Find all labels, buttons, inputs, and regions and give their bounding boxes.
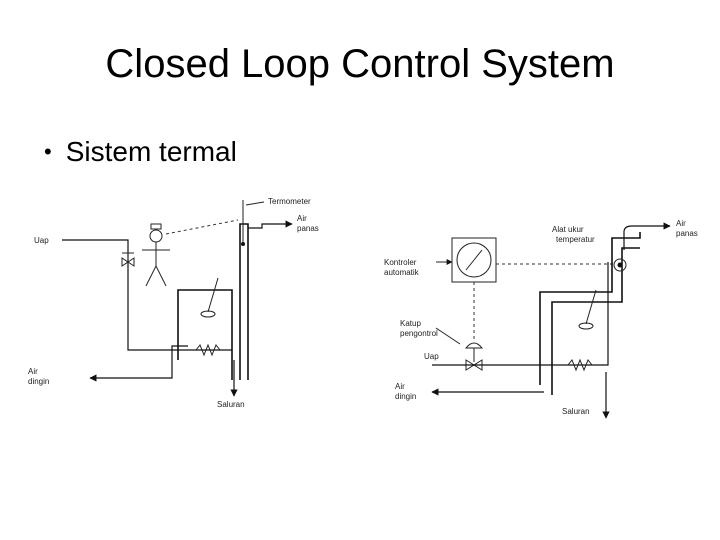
right-label-air-dingin-2: dingin <box>395 392 416 401</box>
right-label-air-panas-1: Air <box>676 219 686 228</box>
left-label-saluran: Saluran <box>217 400 245 409</box>
right-diagram: Alat ukur temperatur Air panas Kontroler… <box>384 219 698 419</box>
left-diagram: Termometer Air panas Uap Air dingin Salu… <box>28 197 319 409</box>
left-hot-water-outlet <box>248 220 293 229</box>
control-valve-icon <box>464 342 484 371</box>
bullet-item: • Sistem termal <box>44 136 237 168</box>
left-label-termometer: Termometer <box>268 197 311 206</box>
left-sight-line <box>165 219 239 235</box>
right-label-uap: Uap <box>424 352 439 361</box>
bullet-text: Sistem termal <box>65 136 237 167</box>
right-tank <box>539 232 641 385</box>
right-label-saluran: Saluran <box>562 407 590 416</box>
left-thermometer-icon <box>241 200 245 246</box>
left-label-air-panas-1: Air <box>297 214 307 223</box>
left-stirrer-icon <box>200 277 219 318</box>
operator-person-icon <box>142 223 170 287</box>
left-tank <box>177 289 233 380</box>
left-heating-coil <box>195 343 221 357</box>
right-stirrer-icon <box>578 289 597 330</box>
temperature-sensor-icon <box>613 258 627 272</box>
right-heating-coil <box>567 358 593 372</box>
left-label-air-dingin-2: dingin <box>28 377 49 386</box>
right-label-air-panas-2: panas <box>676 229 698 238</box>
right-label-katup-2: pengontrol <box>400 329 438 338</box>
bullet-dot-icon: • <box>44 139 52 164</box>
left-label-uap: Uap <box>34 236 49 245</box>
slide-title: Closed Loop Control System <box>105 42 615 86</box>
right-label-alat-ukur-1: Alat ukur <box>552 225 584 234</box>
right-label-alat-ukur-2: temperatur <box>556 235 595 244</box>
left-manual-valve-icon <box>121 252 135 267</box>
right-label-air-dingin-1: Air <box>395 382 405 391</box>
left-cold-water-inlet <box>89 345 188 382</box>
left-steam-pipe <box>62 239 232 351</box>
left-label-air-panas-2: panas <box>297 224 319 233</box>
right-label-kontroler-2: automatik <box>384 268 420 277</box>
controller-gauge-icon <box>451 237 497 283</box>
right-label-katup-1: Katup <box>400 319 421 328</box>
right-hot-water-outlet <box>623 222 671 250</box>
right-steam-pipe <box>432 262 609 366</box>
left-label-air-dingin-1: Air <box>28 367 38 376</box>
right-label-kontroler-1: Kontroler <box>384 258 417 267</box>
